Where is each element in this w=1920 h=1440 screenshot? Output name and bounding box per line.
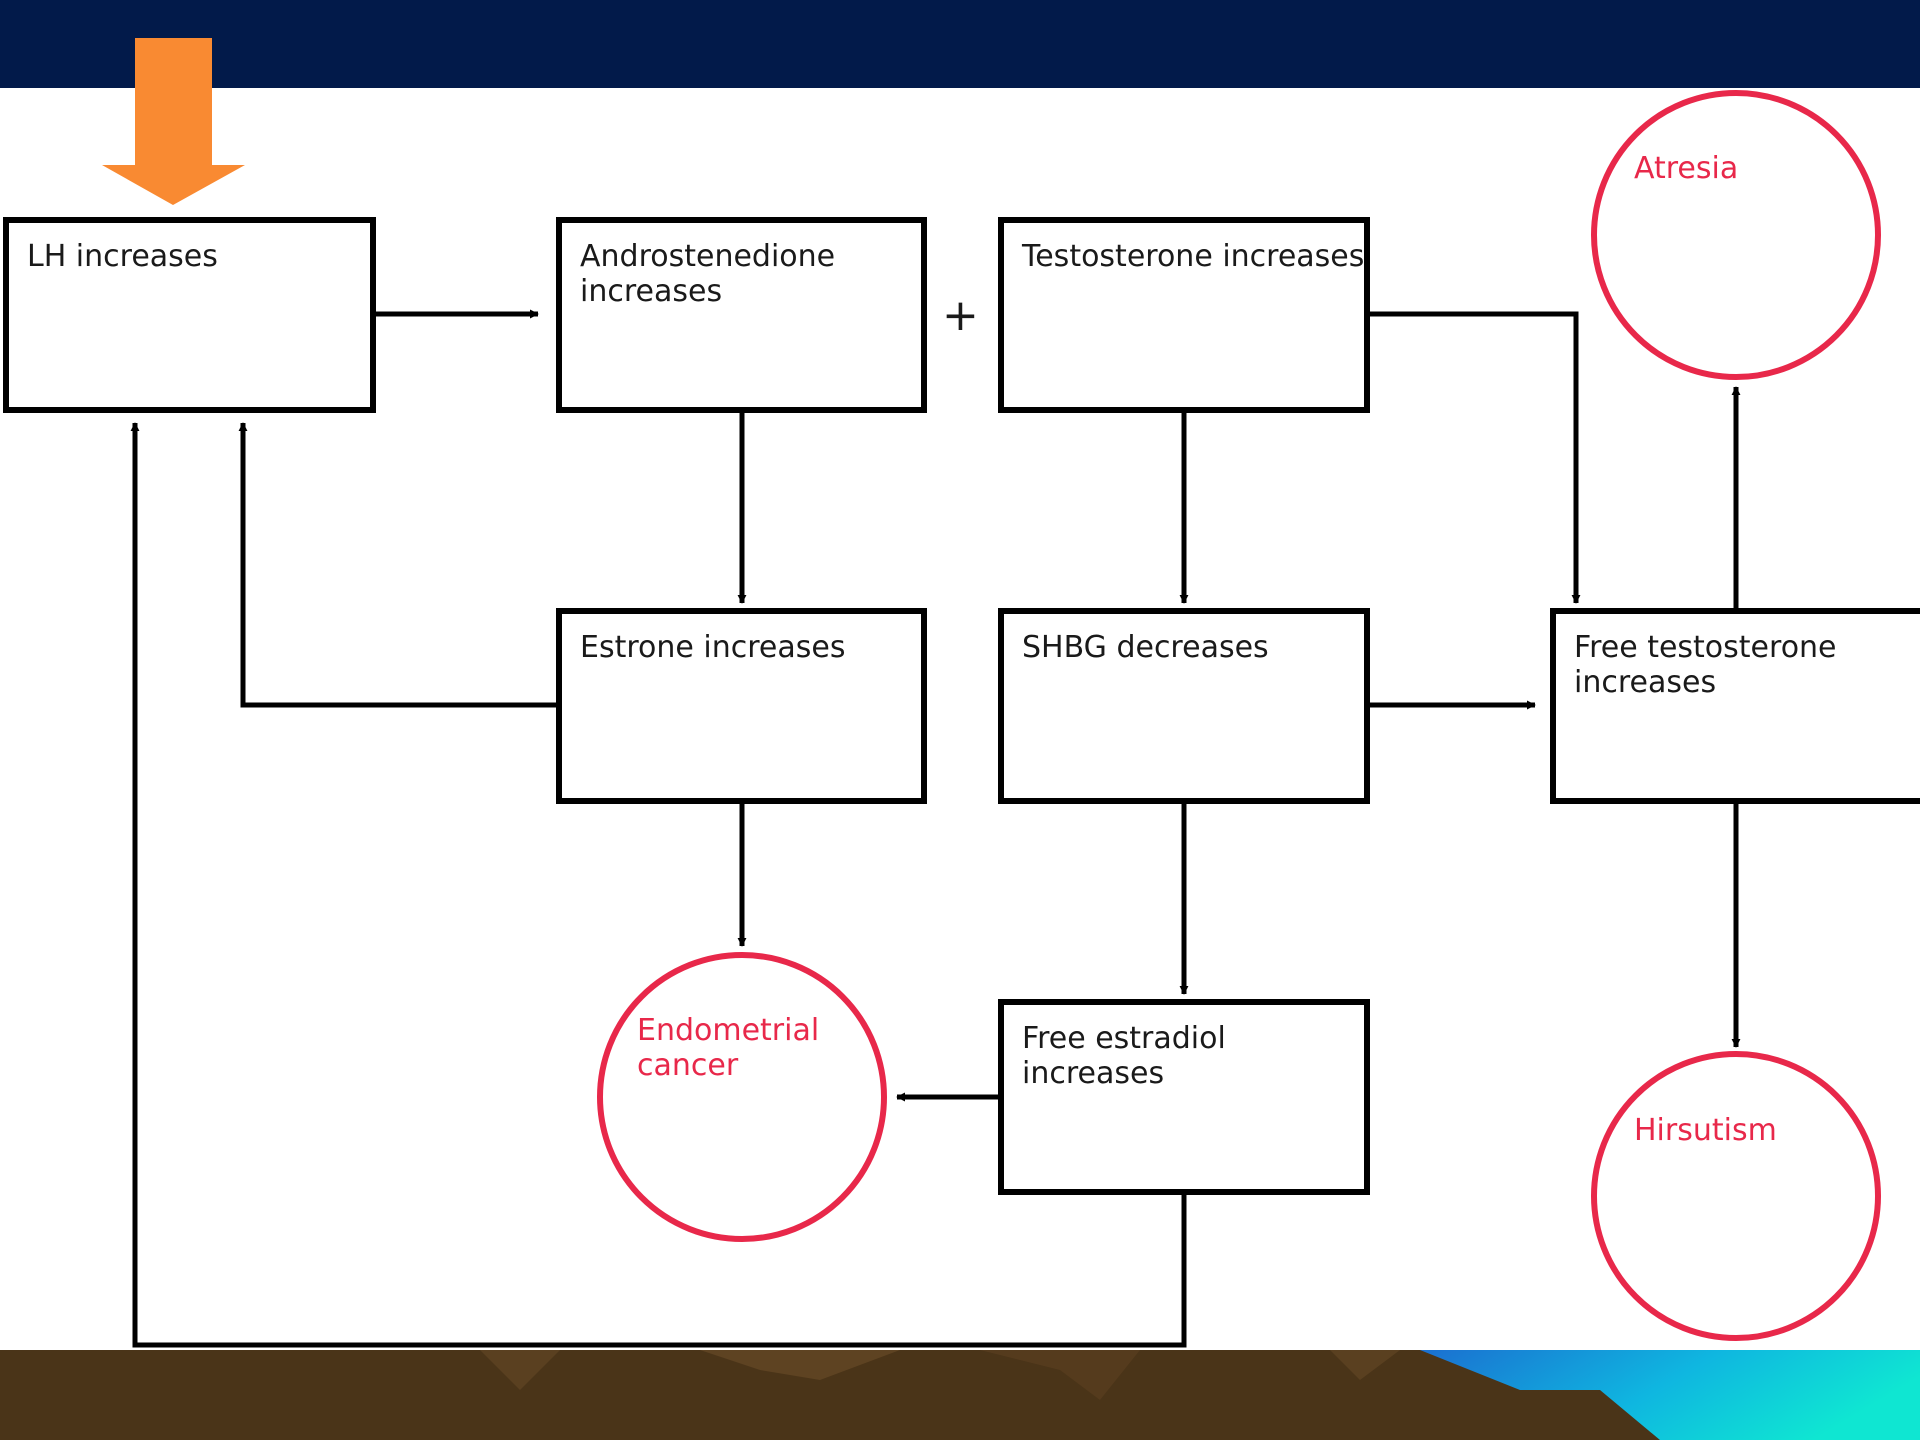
label-free-testosterone-increases: Free testosterone increases [1574, 630, 1846, 700]
label-free-estradiol-increases: Free estradiol increases [1022, 1021, 1235, 1091]
circle-endometrial-cancer [597, 952, 887, 1242]
header-band [0, 0, 1920, 88]
footer-band [0, 1350, 1920, 1440]
label-androstenedione-increases: Androstenedione increases [580, 239, 845, 309]
label-atresia: Atresia [1634, 151, 1738, 186]
arrow-testosterone-to-free-testosterone [1367, 311, 1581, 604]
label-estrone-increases: Estrone increases [580, 630, 845, 665]
pointer-down-arrow-icon [102, 38, 245, 205]
circle-atresia [1591, 90, 1881, 380]
box-free-estradiol-increases [998, 999, 1370, 1195]
label-shbg-decreases: SHBG decreases [1022, 630, 1269, 665]
arrow-free-estradiol-feedback-to-lh [130, 422, 1187, 1348]
label-hirsutism: Hirsutism [1634, 1113, 1777, 1148]
box-lh-increases [3, 217, 376, 413]
label-testosterone-increases: Testosterone increases [1021, 239, 1364, 274]
label-lh-increases: LH increases [27, 239, 218, 274]
circle-hirsutism [1591, 1051, 1881, 1341]
arrow-estrone-feedback-to-lh [238, 422, 559, 708]
box-testosterone-increases [998, 217, 1370, 413]
box-androstenedione-increases [556, 217, 927, 413]
plus-sign: + [942, 290, 979, 341]
box-free-testosterone-increases [1550, 608, 1920, 804]
label-endometrial-cancer: Endometrial cancer [637, 1013, 829, 1083]
